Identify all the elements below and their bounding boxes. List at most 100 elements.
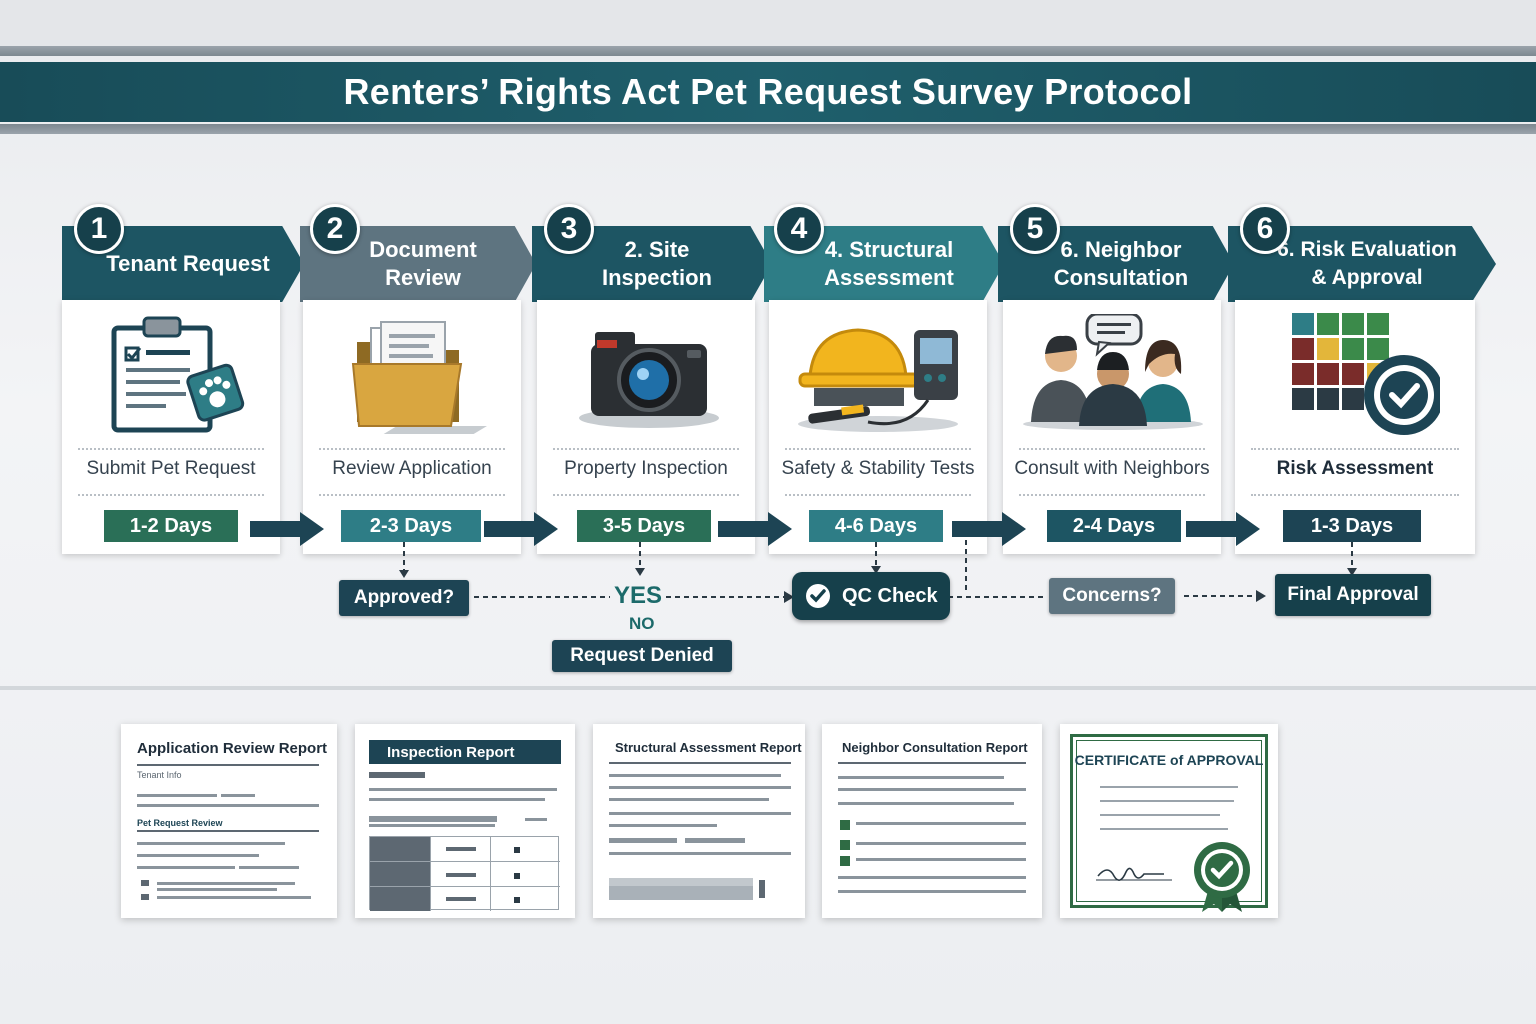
table-cell-line — [446, 847, 476, 851]
step-4-divider-top — [785, 448, 971, 450]
qc-check-label: QC Check — [842, 584, 938, 607]
final-approval-box: Final Approval — [1275, 574, 1431, 616]
table-cell-dot — [514, 873, 520, 879]
doc-line — [609, 786, 791, 789]
doc-line — [1100, 786, 1238, 788]
table-divider — [490, 837, 491, 911]
step-5-duration: 2-4 Days — [1047, 510, 1181, 542]
step-3-divider-top — [553, 448, 739, 450]
folder-icon — [303, 314, 521, 434]
arrow-step-2-3 — [484, 512, 558, 546]
doc-line — [1100, 828, 1228, 830]
checkbox-green — [840, 856, 850, 866]
doc-line — [525, 818, 547, 821]
checkbox-green — [840, 840, 850, 850]
table-divider — [370, 886, 560, 887]
step-6-divider-top — [1251, 448, 1459, 450]
yes-label: YES — [614, 582, 663, 609]
doc-line — [1100, 814, 1220, 816]
doc-line — [157, 882, 295, 885]
neighbor-consultation-report-title: Neighbor Consultation Report — [842, 740, 1028, 755]
step-1-divider-top — [78, 448, 264, 450]
risk-grid-badge-icon — [1235, 313, 1475, 435]
doc-line — [137, 794, 217, 797]
application-review-report-doc: Application Review Report Tenant Info Pe… — [121, 724, 337, 918]
step-3-card: Property Inspection 3-5 Days — [537, 300, 755, 554]
step-1-description: Submit Pet Request — [86, 458, 256, 479]
section-divider — [0, 686, 1536, 690]
inspection-report-title: Inspection Report — [387, 743, 515, 761]
step-6-card: Risk Assessment 1-3 Days — [1235, 300, 1475, 554]
doc-line — [609, 824, 717, 827]
step-5-divider-top — [1019, 448, 1205, 450]
doc-line — [1100, 800, 1234, 802]
step-2-divider-bottom — [319, 494, 505, 496]
doc-line — [137, 854, 259, 857]
certificate-of-approval-doc: CERTIFICATE of APPROVAL — [1060, 724, 1278, 918]
no-label: NO — [629, 614, 655, 633]
arrow-step-4-5 — [952, 512, 1026, 546]
table-cell-line — [446, 873, 476, 877]
doc-line — [856, 842, 1026, 845]
certificate-title: CERTIFICATE of APPROVAL — [1074, 752, 1264, 768]
doc-line — [369, 788, 557, 791]
step-4-divider-bottom — [785, 494, 971, 496]
step-3-divider-bottom — [553, 494, 739, 496]
step-6-description: Risk Assessment — [1276, 458, 1434, 479]
step-5-title: 6. Neighbor Consultation — [1053, 237, 1189, 290]
doc-line — [609, 812, 791, 815]
approved-decision: Approved? — [339, 580, 469, 616]
doc-line — [838, 788, 1026, 791]
tenant-info-label: Tenant Info — [137, 770, 182, 780]
doc-line — [137, 764, 319, 766]
application-review-report-title: Application Review Report — [137, 740, 328, 757]
step-2-divider-top — [319, 448, 505, 450]
doc-line — [609, 886, 753, 900]
doc-line — [685, 838, 745, 843]
step-2-title: Document Review — [369, 237, 477, 290]
step-6-title: 6. Risk Evaluation & Approval — [1277, 238, 1457, 289]
step-2-card: Review Application 2-3 Days — [303, 300, 521, 554]
certificate-border — [1070, 734, 1268, 908]
arrow-step-3-4 — [718, 512, 792, 546]
doc-line — [157, 896, 311, 899]
step-5-description: Consult with Neighbors — [1014, 458, 1210, 479]
doc-line — [369, 772, 425, 778]
step-3-badge: 3 — [544, 204, 594, 254]
request-denied-box: Request Denied — [552, 640, 732, 672]
step-4-card: Safety & Stability Tests 4-6 Days — [769, 300, 987, 554]
doc-line — [838, 802, 1014, 805]
doc-line — [369, 816, 497, 822]
certificate-inner-border — [1076, 740, 1262, 902]
doc-line — [609, 798, 769, 801]
step-3-description: Property Inspection — [564, 458, 728, 479]
hardhat-meter-icon — [769, 314, 987, 434]
table-cell-dot — [514, 847, 520, 853]
arrow-step-5-6 — [1186, 512, 1260, 546]
table-cell — [370, 887, 430, 911]
step-4-duration: 4-6 Days — [809, 510, 943, 542]
doc-bullet — [141, 894, 149, 900]
doc-line — [838, 890, 1026, 893]
structural-assessment-report-title: Structural Assessment Report — [615, 740, 802, 755]
step-1-card: Submit Pet Request 1-2 Days — [62, 300, 280, 554]
clipboard-paw-icon — [62, 314, 280, 434]
doc-line — [369, 824, 495, 827]
concerns-decision: Concerns? — [1049, 578, 1175, 614]
inspection-report-doc: Inspection Report — [355, 724, 575, 918]
doc-line — [239, 866, 299, 869]
inspection-table — [369, 836, 560, 911]
step-1-title: Tenant Request — [106, 251, 270, 276]
structural-assessment-report-doc: Structural Assessment Report — [593, 724, 805, 918]
camera-icon — [537, 314, 755, 434]
table-cell-dot — [514, 897, 520, 903]
doc-bullet — [759, 880, 765, 898]
doc-line — [609, 774, 781, 777]
signature-mark — [1096, 867, 1172, 881]
doc-line — [856, 822, 1026, 825]
qc-check-box: QC Check — [792, 572, 950, 620]
table-cell — [370, 862, 430, 886]
step-4-badge: 4 — [774, 204, 824, 254]
table-cell-line — [446, 897, 476, 901]
doc-line — [137, 830, 319, 832]
